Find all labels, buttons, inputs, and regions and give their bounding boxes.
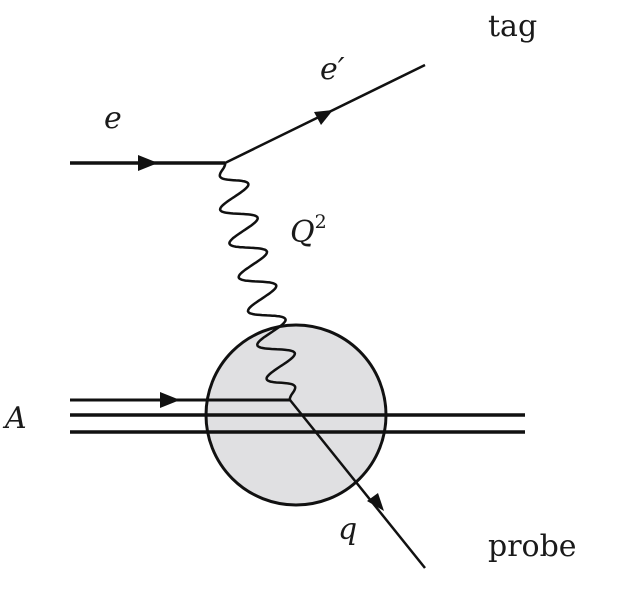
arrow-outgoing-electron xyxy=(314,110,333,125)
label-a: A xyxy=(5,401,27,436)
label-probe: probe xyxy=(488,529,577,564)
prime-mark: ′ xyxy=(337,52,345,87)
label-q: Q xyxy=(290,215,315,250)
label-e-out: e xyxy=(320,52,338,87)
label-tag: tag xyxy=(488,9,538,44)
label-q-power: 2 xyxy=(314,211,327,233)
quark-line xyxy=(289,399,426,569)
label-e: e xyxy=(104,101,122,136)
virtual-photon-wavy-line xyxy=(218,162,297,401)
arrow-nucleon xyxy=(160,392,180,408)
arrow-quark xyxy=(367,493,384,511)
arrow-incoming-electron xyxy=(138,155,158,171)
label-q2: Q2 xyxy=(290,213,327,250)
label-e-prime: e′ xyxy=(320,55,345,85)
label-quark: q xyxy=(338,512,358,547)
